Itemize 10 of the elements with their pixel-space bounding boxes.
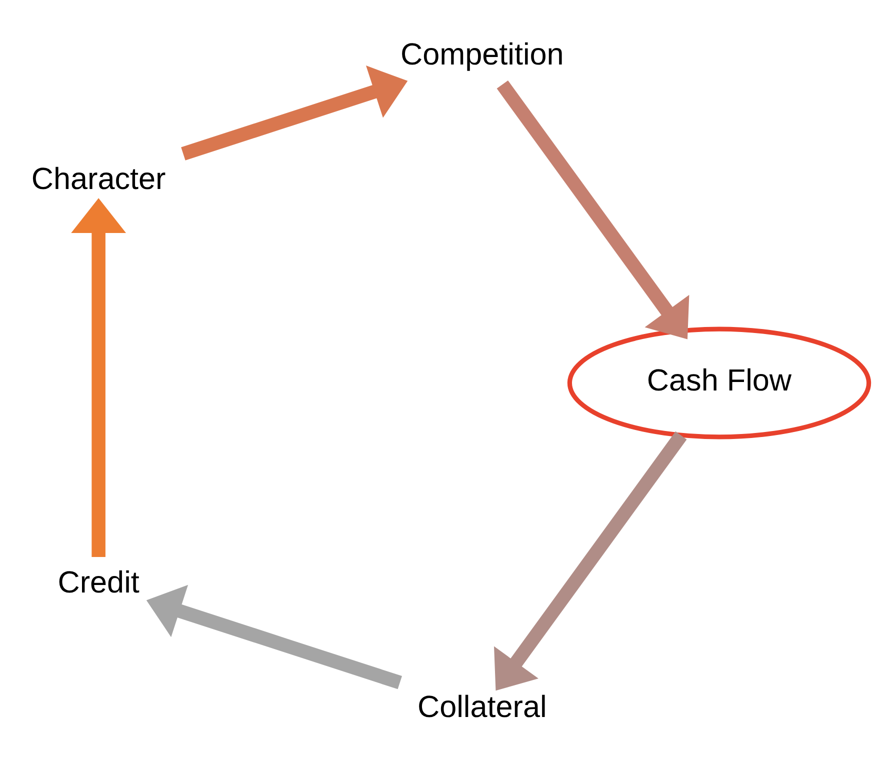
node-text: Competition [400,36,564,71]
arrow [496,80,690,339]
node-text: Character [31,161,166,196]
arrow [181,65,408,160]
arrow [146,584,402,689]
arrow [494,430,687,690]
node-text: Credit [58,564,140,599]
node-text: Collateral [418,689,547,724]
arrow [71,198,126,556]
node-ellipse: Cash Flow [567,326,872,439]
